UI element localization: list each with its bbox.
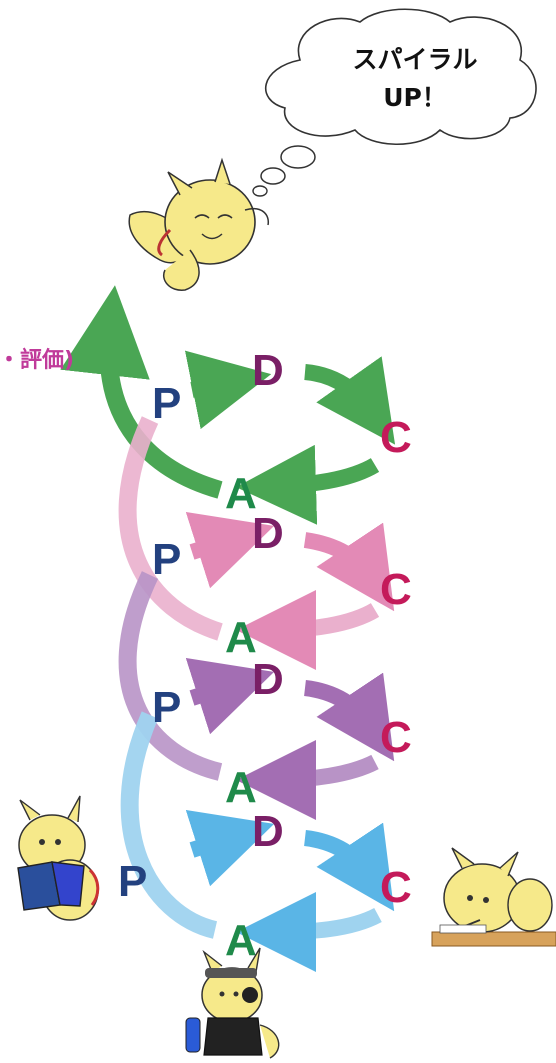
cycle-3-arrows [118,571,395,820]
plan-letter: P [118,857,147,906]
do-letter: D [252,346,284,395]
act-letter: A [225,763,257,812]
act-letter: A [225,469,257,518]
music-mascot-icon [185,947,280,1059]
cycle-1-arrows [60,285,396,525]
cycle-1-letters: P D C A [152,346,412,518]
check-letter: C [380,413,412,462]
cycle-4-letters: P D C A [118,807,412,965]
check-letter: C [380,565,412,614]
plan-letter: P [152,535,181,584]
cycle-2-letters: P D C A [152,509,412,662]
act-letter: A [225,613,257,662]
do-letter: D [252,807,284,856]
cycle-2-arrows [118,416,395,670]
cycle-4-arrows [120,711,395,972]
side-label: ・評価) [0,348,75,373]
check-letter: C [380,713,412,762]
plan-letter: P [152,379,181,428]
reading-mascot-icon [17,795,100,921]
do-letter: D [252,655,284,704]
cycle-3-letters: P D C A [152,655,412,812]
act-letter: A [225,916,257,965]
do-letter: D [252,509,284,558]
bubble-text-line1: スパイラル [352,45,478,74]
writing-mascot-icon [431,847,556,947]
thought-bubble-icon [252,8,537,197]
bubble-text-line2: UP！ [383,83,447,112]
plan-letter: P [152,683,181,732]
check-letter: C [380,863,412,912]
flying-mascot-icon [128,157,270,291]
